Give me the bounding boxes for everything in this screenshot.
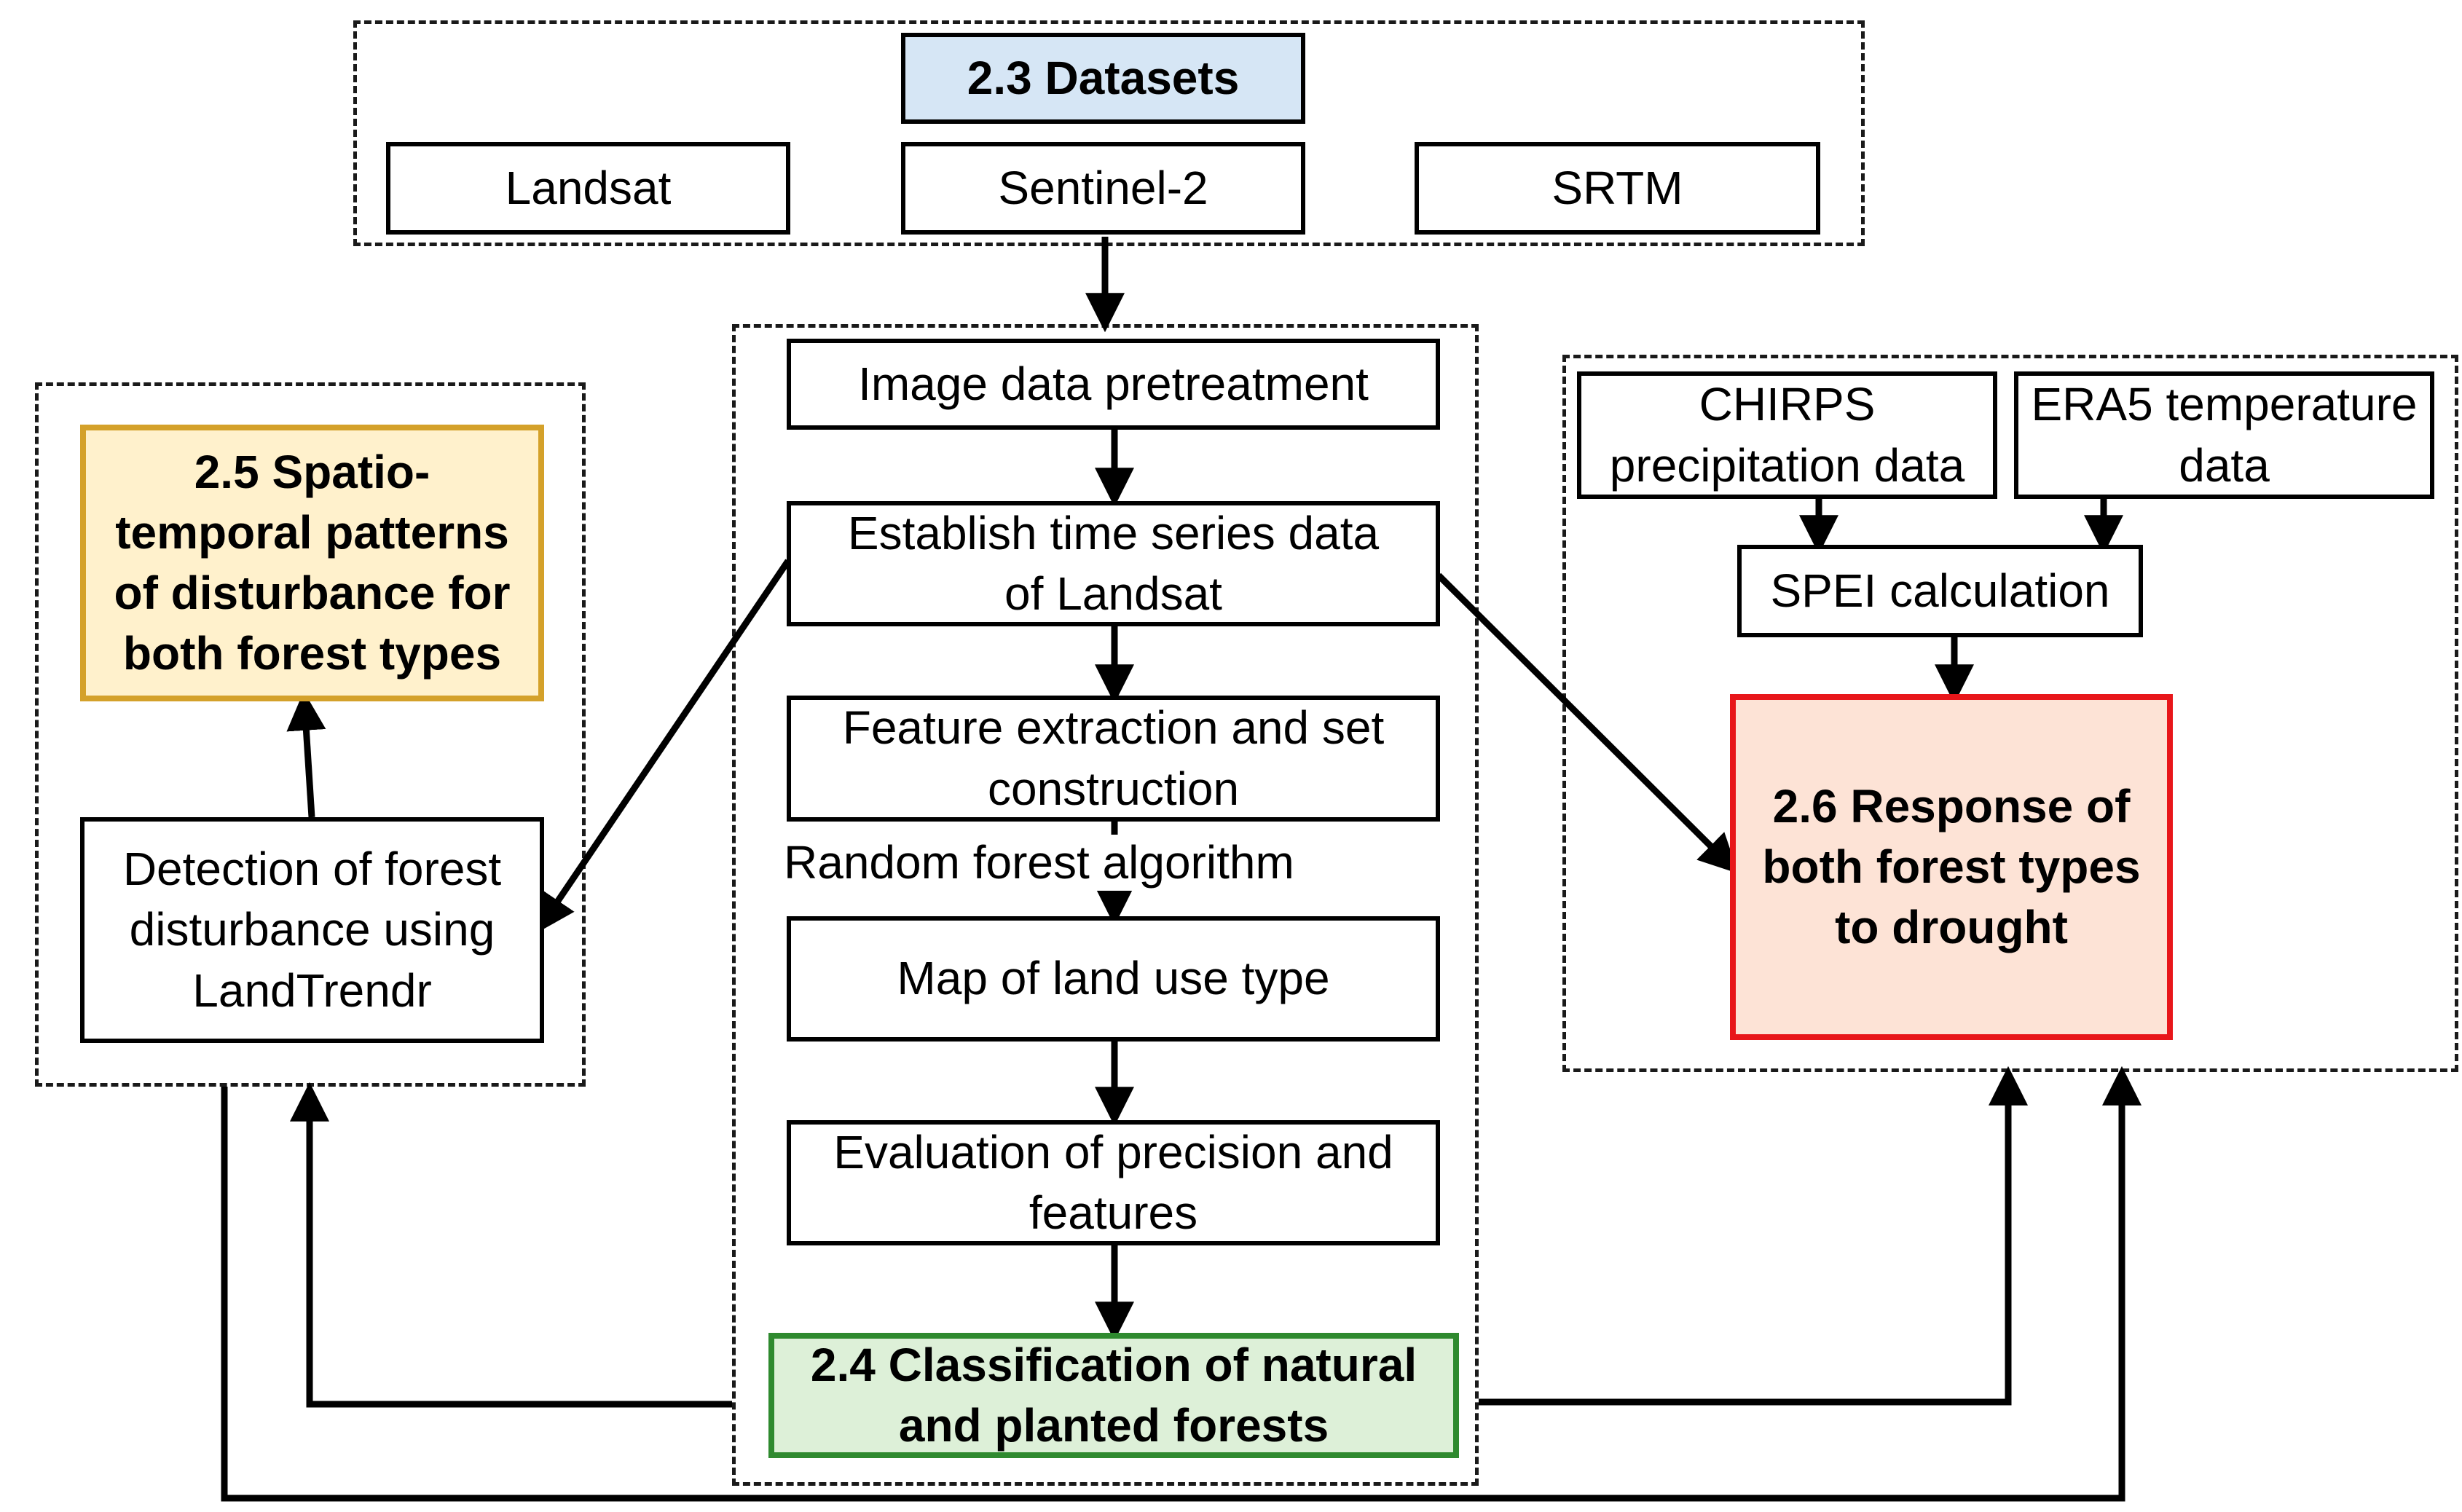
srtm-box: SRTM xyxy=(1415,142,1820,235)
era5-box: ERA5 temperature data xyxy=(2014,371,2434,499)
spei-label: SPEI calculation xyxy=(1770,564,2110,617)
random-forest-label: Random forest algorithm xyxy=(781,835,1297,891)
feature-label: Feature extraction and set construction xyxy=(842,701,1385,815)
evaluation-label: Evaluation of precision and features xyxy=(833,1125,1393,1239)
patterns-box: 2.5 Spatio-temporal patterns of disturba… xyxy=(80,425,544,701)
time-series-label: Establish time series data of Landsat xyxy=(847,506,1380,620)
datasets-header: 2.3 Datasets xyxy=(901,33,1305,124)
landuse-box: Map of land use type xyxy=(787,916,1440,1042)
srtm-label: SRTM xyxy=(1551,161,1683,214)
detection-label: Detection of forest disturbance using La… xyxy=(122,843,502,1017)
datasets-header-label: 2.3 Datasets xyxy=(967,51,1240,104)
sentinel-box: Sentinel-2 xyxy=(901,142,1305,235)
sentinel-label: Sentinel-2 xyxy=(998,161,1208,214)
classification-box: 2.4 Classification of natural and plante… xyxy=(768,1333,1459,1458)
evaluation-box: Evaluation of precision and features xyxy=(787,1120,1440,1245)
datasets-group xyxy=(353,20,1865,246)
landsat-label: Landsat xyxy=(505,161,672,214)
pretreatment-box: Image data pretreatment xyxy=(787,339,1440,430)
landuse-label: Map of land use type xyxy=(897,952,1330,1005)
response-label: 2.6 Response of both forest types to dro… xyxy=(1762,779,2141,954)
classification-label: 2.4 Classification of natural and plante… xyxy=(810,1338,1417,1452)
response-box: 2.6 Response of both forest types to dro… xyxy=(1730,694,2173,1040)
chirps-box: CHIRPS precipitation data xyxy=(1577,371,1997,499)
spei-box: SPEI calculation xyxy=(1737,545,2143,637)
detection-box: Detection of forest disturbance using La… xyxy=(80,817,544,1043)
landsat-box: Landsat xyxy=(386,142,790,235)
feature-box: Feature extraction and set construction xyxy=(787,696,1440,822)
patterns-label: 2.5 Spatio-temporal patterns of disturba… xyxy=(114,445,511,680)
era5-label: ERA5 temperature data xyxy=(2031,378,2418,492)
pretreatment-label: Image data pretreatment xyxy=(858,357,1369,410)
chirps-label: CHIRPS precipitation data xyxy=(1609,378,1965,492)
time-series-box: Establish time series data of Landsat xyxy=(787,501,1440,626)
